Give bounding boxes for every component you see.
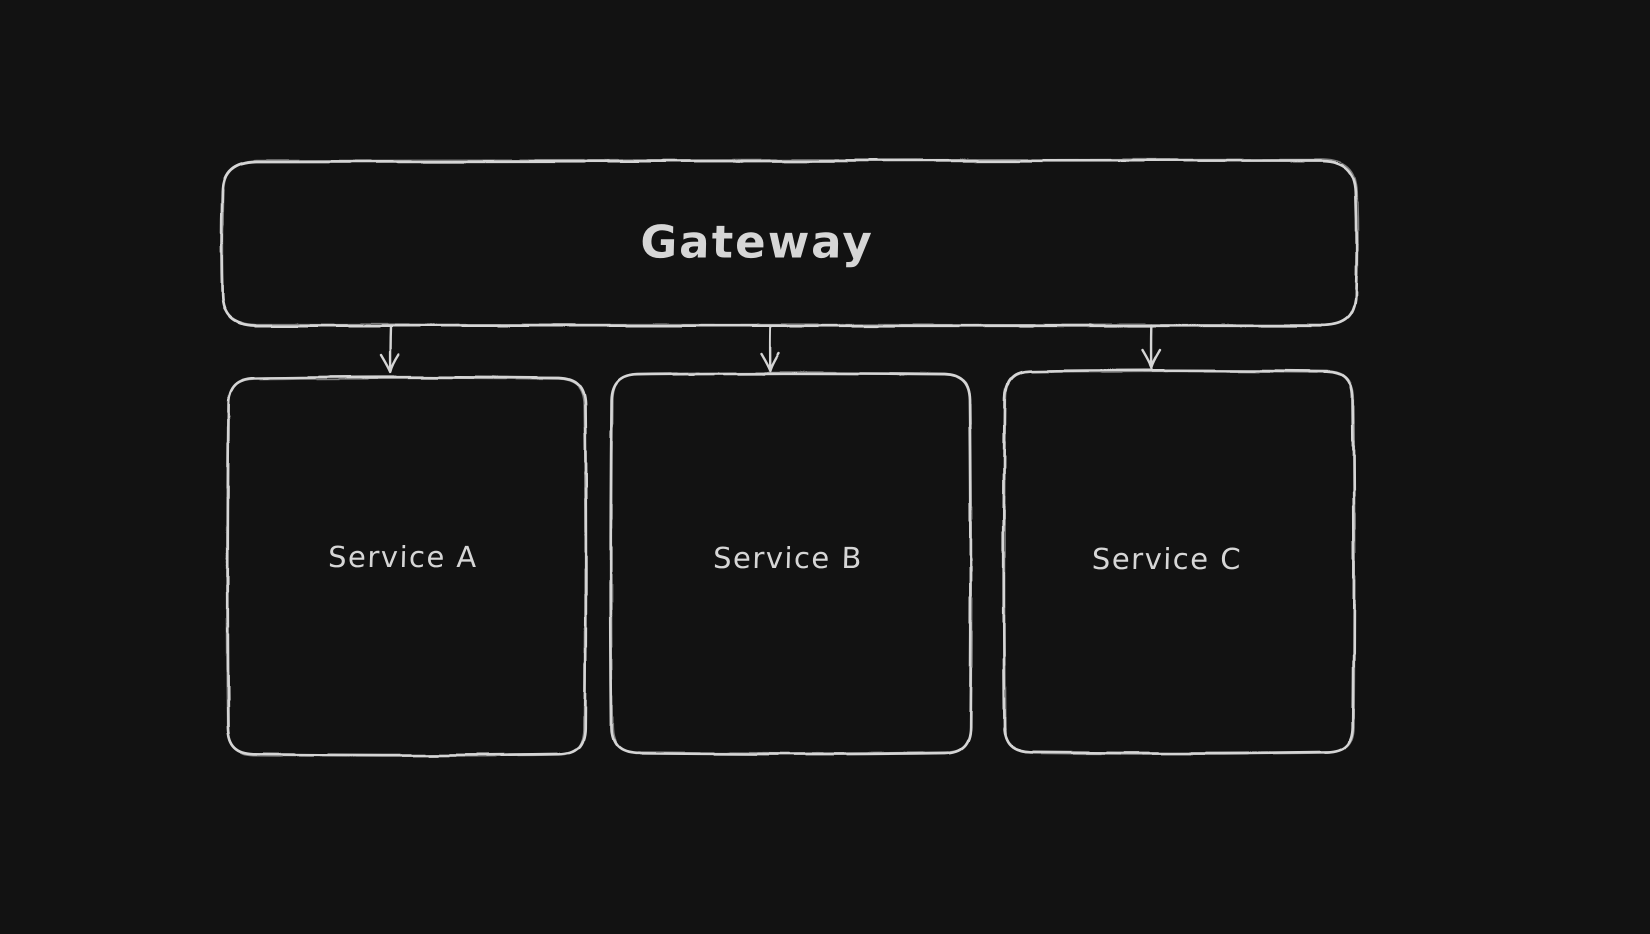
arrow-gateway-to-service-c bbox=[1141, 324, 1162, 369]
node-gateway-label: Gateway bbox=[639, 215, 875, 269]
arrow-down-icon bbox=[760, 324, 781, 372]
arrow-gateway-to-service-a bbox=[379, 325, 400, 374]
arrow-gateway-to-service-b bbox=[760, 324, 781, 372]
arrow-down-icon bbox=[379, 325, 400, 374]
arrow-down-icon bbox=[1141, 324, 1162, 369]
node-service-b-label: Service B bbox=[712, 541, 864, 575]
node-service-c-label: Service C bbox=[1091, 542, 1243, 576]
node-service-a-label: Service A bbox=[327, 540, 479, 574]
